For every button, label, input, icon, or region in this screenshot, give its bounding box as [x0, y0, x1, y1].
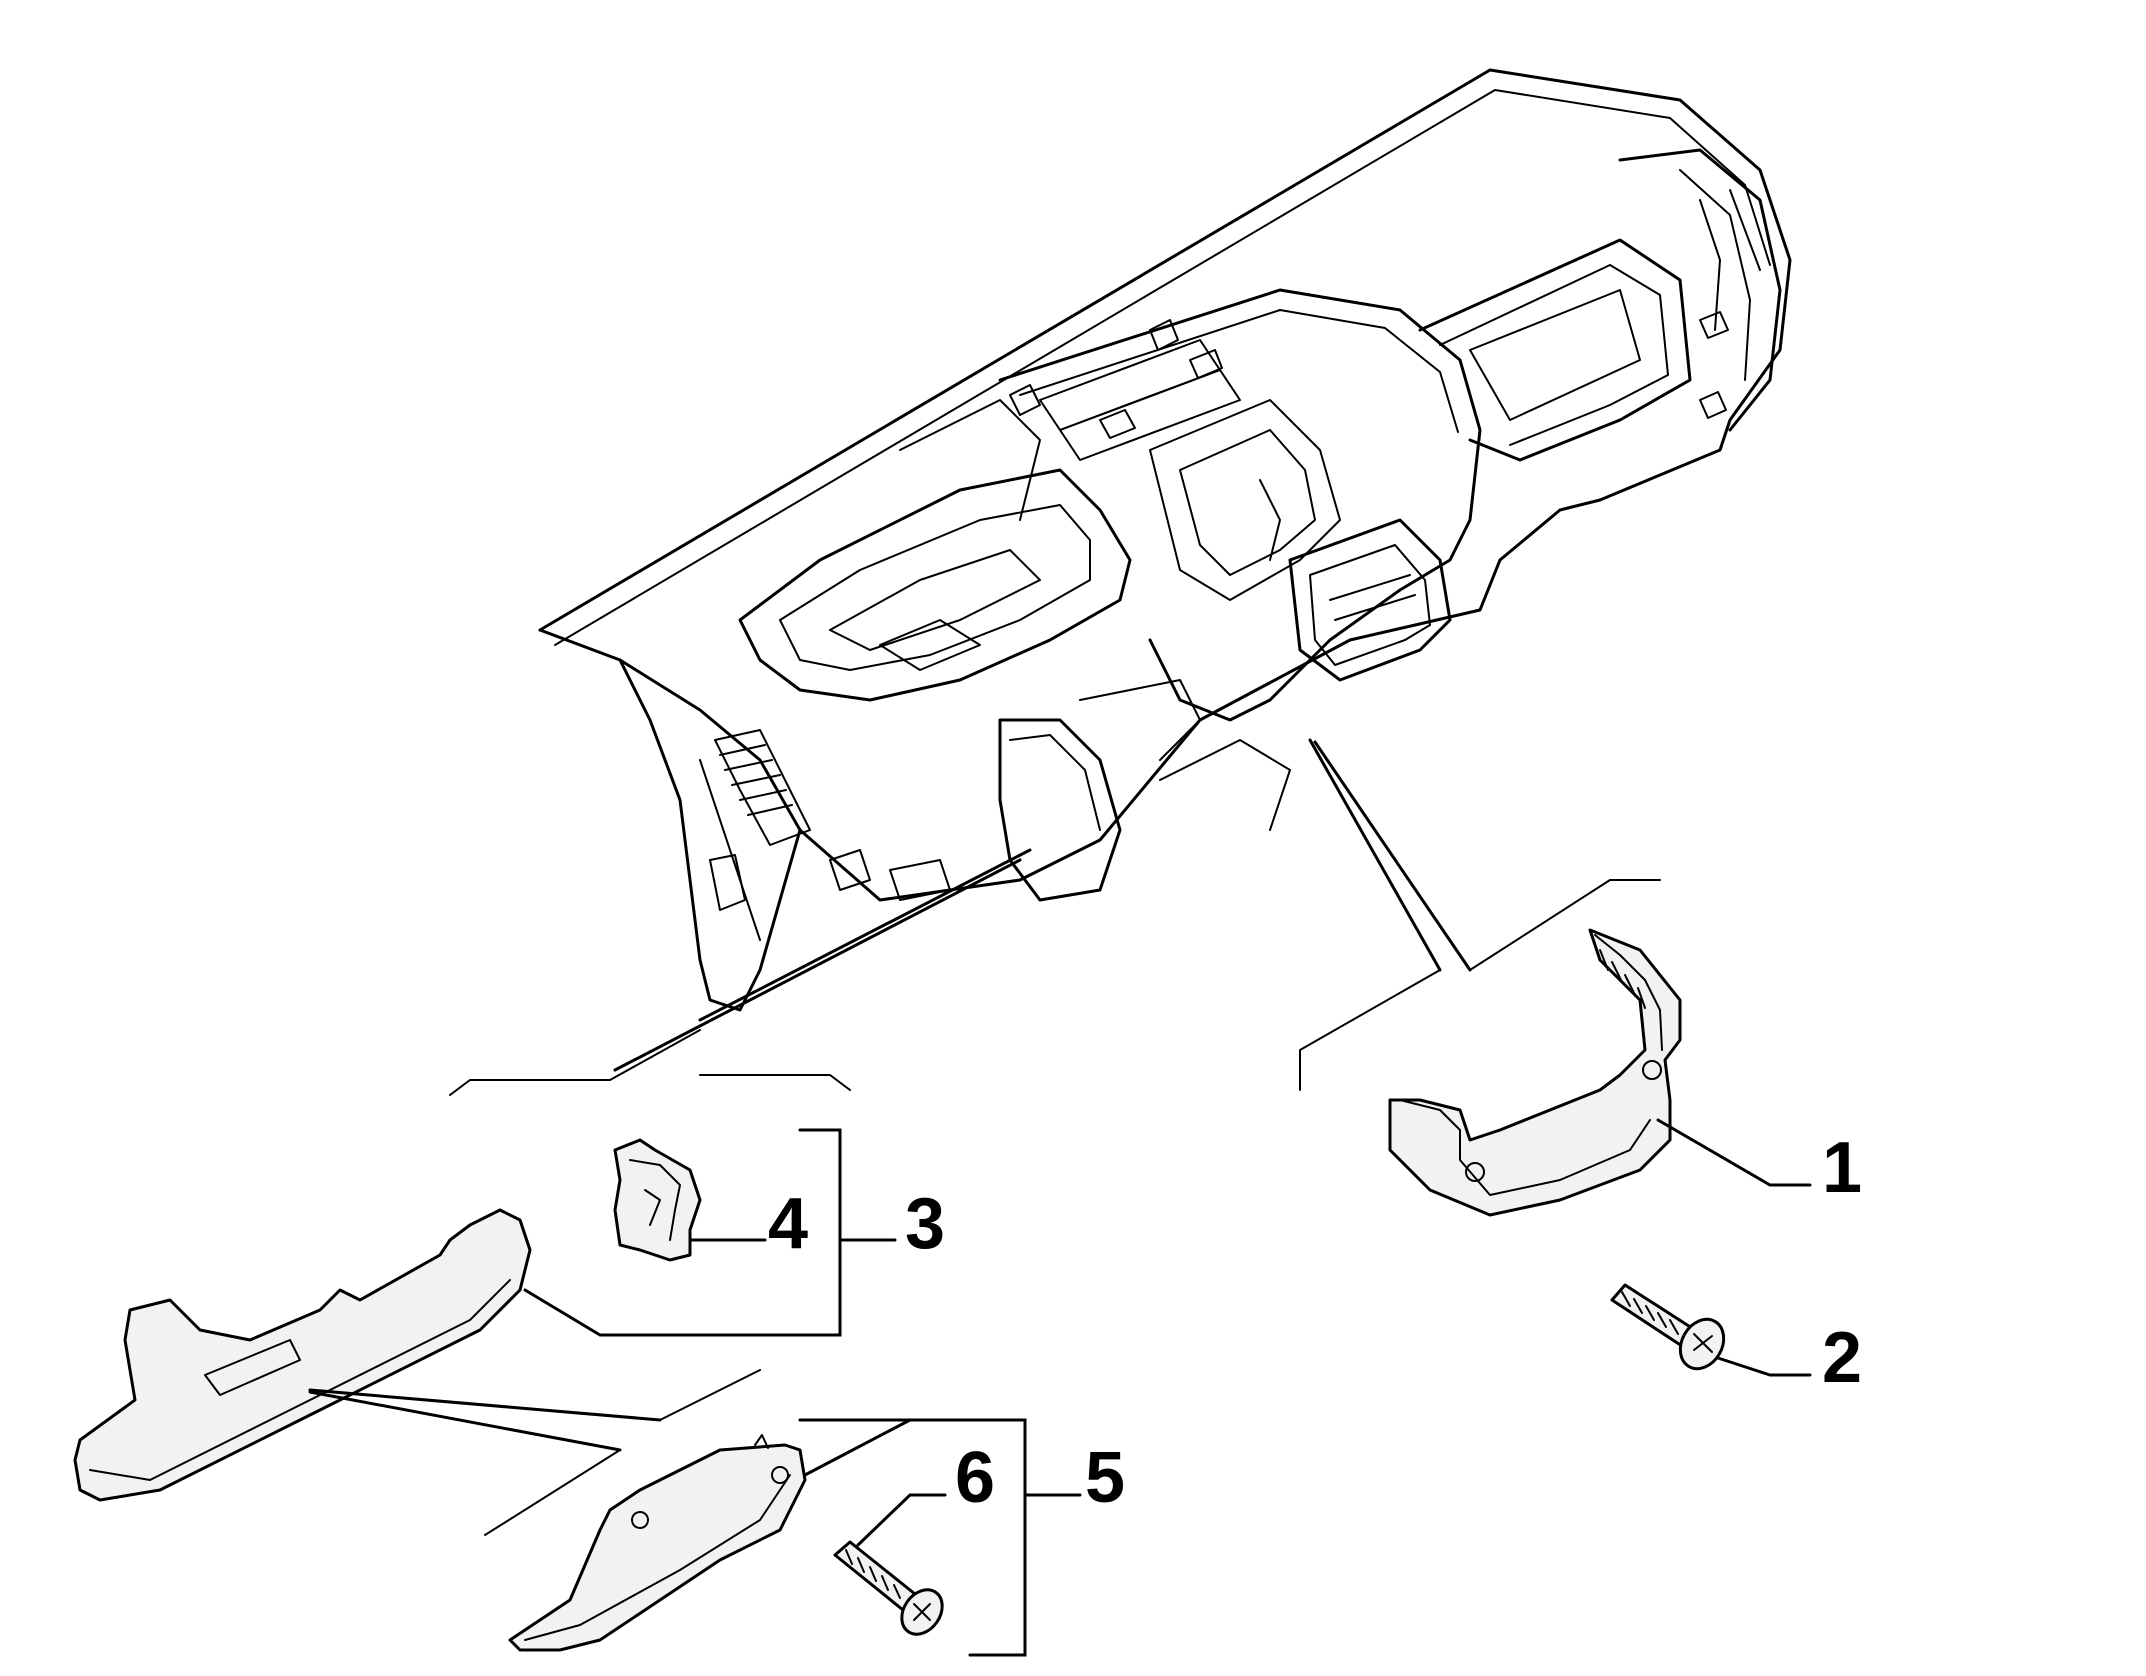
- callout-4: 4: [768, 1184, 808, 1264]
- callout-6: 6: [955, 1438, 995, 1518]
- trim-leader-lines: [308, 1369, 761, 1536]
- knee-cover-group: [508, 1434, 944, 1652]
- callout-2: 2: [1822, 1318, 1862, 1398]
- knee-cover-panel: [508, 1443, 807, 1652]
- lower-trim-group: [73, 1029, 851, 1502]
- cover-link: [803, 1418, 912, 1477]
- bracket-3: [523, 1128, 842, 1337]
- callout-1: 1: [1822, 1128, 1862, 1208]
- bracket-5: [798, 1418, 1027, 1657]
- callout-5: 5: [1085, 1438, 1125, 1518]
- mounting-bracket: [1388, 928, 1682, 1217]
- mounting-bracket-group: [1299, 879, 1682, 1217]
- retaining-clip: [613, 1138, 702, 1262]
- leader-6: [856, 1493, 947, 1547]
- dashboard-assembly: [538, 68, 1792, 1012]
- bolt: [1610, 1283, 1726, 1371]
- callout-3: 3: [905, 1184, 945, 1264]
- lower-trim-panel: [73, 1208, 532, 1502]
- leader-1: [1656, 1118, 1812, 1187]
- dashboard-leader-lines: [613, 738, 1472, 1072]
- leader-2: [1716, 1356, 1812, 1377]
